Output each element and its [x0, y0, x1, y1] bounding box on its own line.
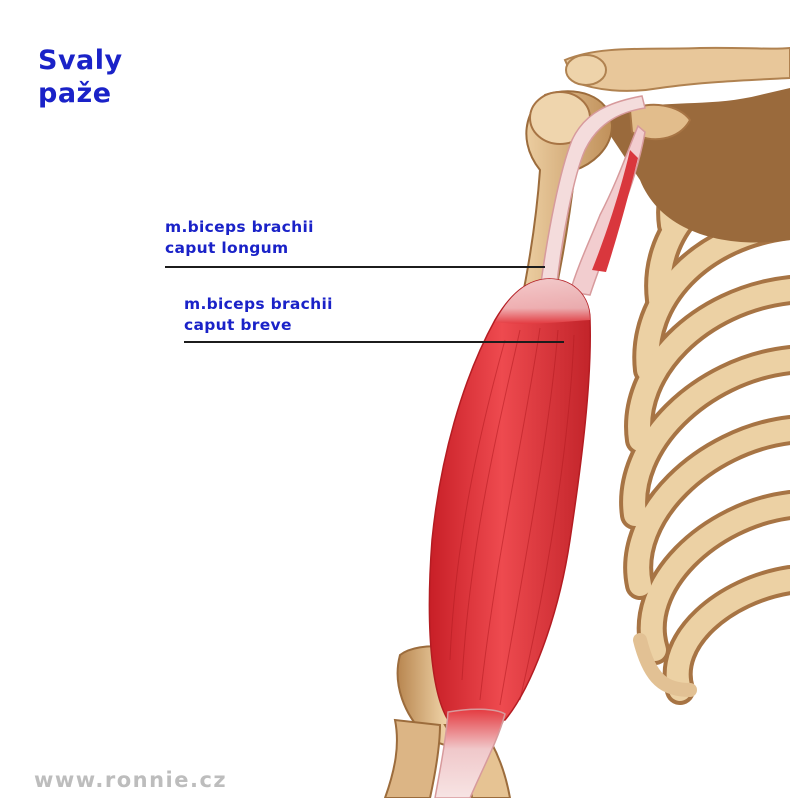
leader-line-caput-longum — [165, 266, 545, 268]
label-caput-breve: m.biceps brachii caput breve — [184, 294, 333, 336]
watermark: www.ronnie.cz — [34, 768, 227, 792]
label-caput-breve-line-1: m.biceps brachii — [184, 294, 333, 315]
title-line-2: paže — [38, 77, 123, 110]
label-caput-longum: m.biceps brachii caput longum — [165, 217, 314, 259]
label-caput-longum-line-1: m.biceps brachii — [165, 217, 314, 238]
label-caput-breve-line-2: caput breve — [184, 315, 333, 336]
page-title: Svaly paže — [38, 44, 123, 110]
label-caput-longum-line-2: caput longum — [165, 238, 314, 259]
title-line-1: Svaly — [38, 44, 123, 77]
leader-line-caput-breve — [184, 341, 564, 343]
